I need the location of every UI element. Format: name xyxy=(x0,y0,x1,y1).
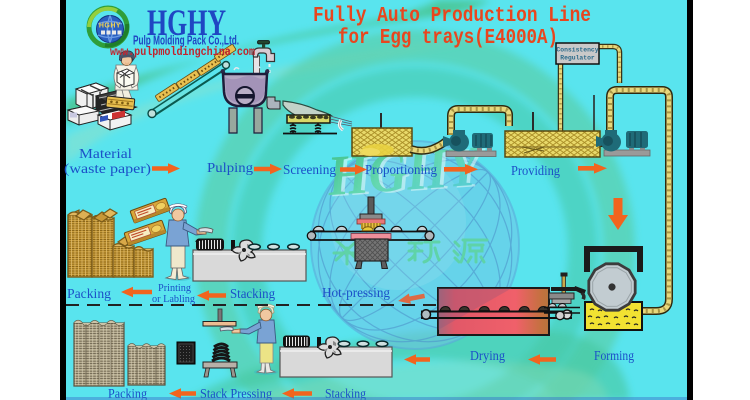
svg-text:Printing: Printing xyxy=(158,282,191,294)
svg-text:www.pulpmoldingchina.com: www.pulpmoldingchina.com xyxy=(110,45,255,59)
svg-text:Consistency: Consistency xyxy=(556,47,598,54)
svg-text:Forming: Forming xyxy=(594,349,634,364)
svg-text:HGHY: HGHY xyxy=(147,3,226,44)
svg-text:Pulp Molding Pack Co.,Ltd.: Pulp Molding Pack Co.,Ltd. xyxy=(133,34,239,48)
svg-text:Fully Auto Production Line: Fully Auto Production Line xyxy=(313,5,591,28)
svg-text:or Labling: or Labling xyxy=(152,293,195,305)
svg-text:Providing: Providing xyxy=(511,164,560,179)
svg-text:for Egg trays(E4000A): for Egg trays(E4000A) xyxy=(338,27,558,50)
svg-text:Regulator: Regulator xyxy=(560,55,595,62)
svg-text:Drying: Drying xyxy=(470,349,505,364)
svg-text:Stacking: Stacking xyxy=(230,287,275,302)
svg-text:Material: Material xyxy=(79,147,132,162)
svg-text:Proportioning: Proportioning xyxy=(365,163,437,178)
svg-text:(waste paper): (waste paper) xyxy=(64,162,151,177)
svg-text:Stacking: Stacking xyxy=(325,387,366,400)
svg-text:Hot-pressing: Hot-pressing xyxy=(322,286,390,301)
svg-text:Screening: Screening xyxy=(283,163,336,178)
svg-text:Packing: Packing xyxy=(108,387,147,400)
svg-text:Stack Pressing: Stack Pressing xyxy=(200,387,272,400)
svg-text:Packing: Packing xyxy=(67,287,111,302)
svg-text:Pulping: Pulping xyxy=(207,161,253,176)
svg-text:HGHY: HGHY xyxy=(99,23,121,30)
